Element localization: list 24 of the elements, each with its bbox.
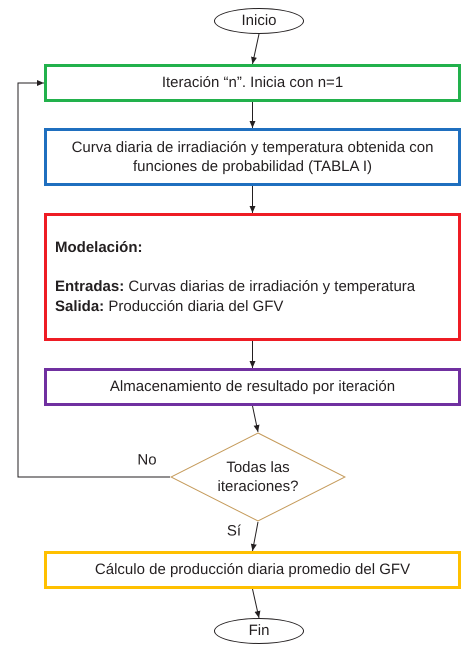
box-text: Almacenamiento de resultado por iteración — [110, 377, 396, 397]
arrow — [250, 522, 258, 552]
process-box — [44, 128, 461, 186]
arrow — [250, 340, 256, 368]
box-text: Fin — [248, 621, 270, 641]
arrow — [252, 588, 260, 618]
box-text: Curva diaria de irradiación y temperatura obtenida con funciones de probabilidad (TABLA I) — [70, 138, 434, 176]
box-text: Salida: Producción diaria del GFV — [55, 296, 284, 316]
process-box — [44, 213, 461, 341]
arrow — [18, 80, 170, 478]
box-text: Iteración “n”. Inicia con n=1 — [162, 73, 344, 93]
arrow — [250, 102, 256, 128]
box-text: Cálculo de producción diaria promedio del GFV — [94, 560, 410, 580]
process-box — [44, 551, 461, 589]
process-box — [44, 368, 461, 406]
box-text: Entradas: Curvas diarias de irradiación y temperatura — [55, 277, 416, 297]
decision-diamond — [170, 432, 346, 522]
box-text: Inicio — [241, 11, 277, 31]
arrow — [250, 186, 256, 214]
process-box — [44, 64, 461, 102]
box-heading: Modelación: — [55, 238, 143, 258]
arrow — [252, 406, 260, 432]
box-text: Todas las iteraciones? — [216, 458, 300, 496]
arrow — [251, 34, 260, 64]
